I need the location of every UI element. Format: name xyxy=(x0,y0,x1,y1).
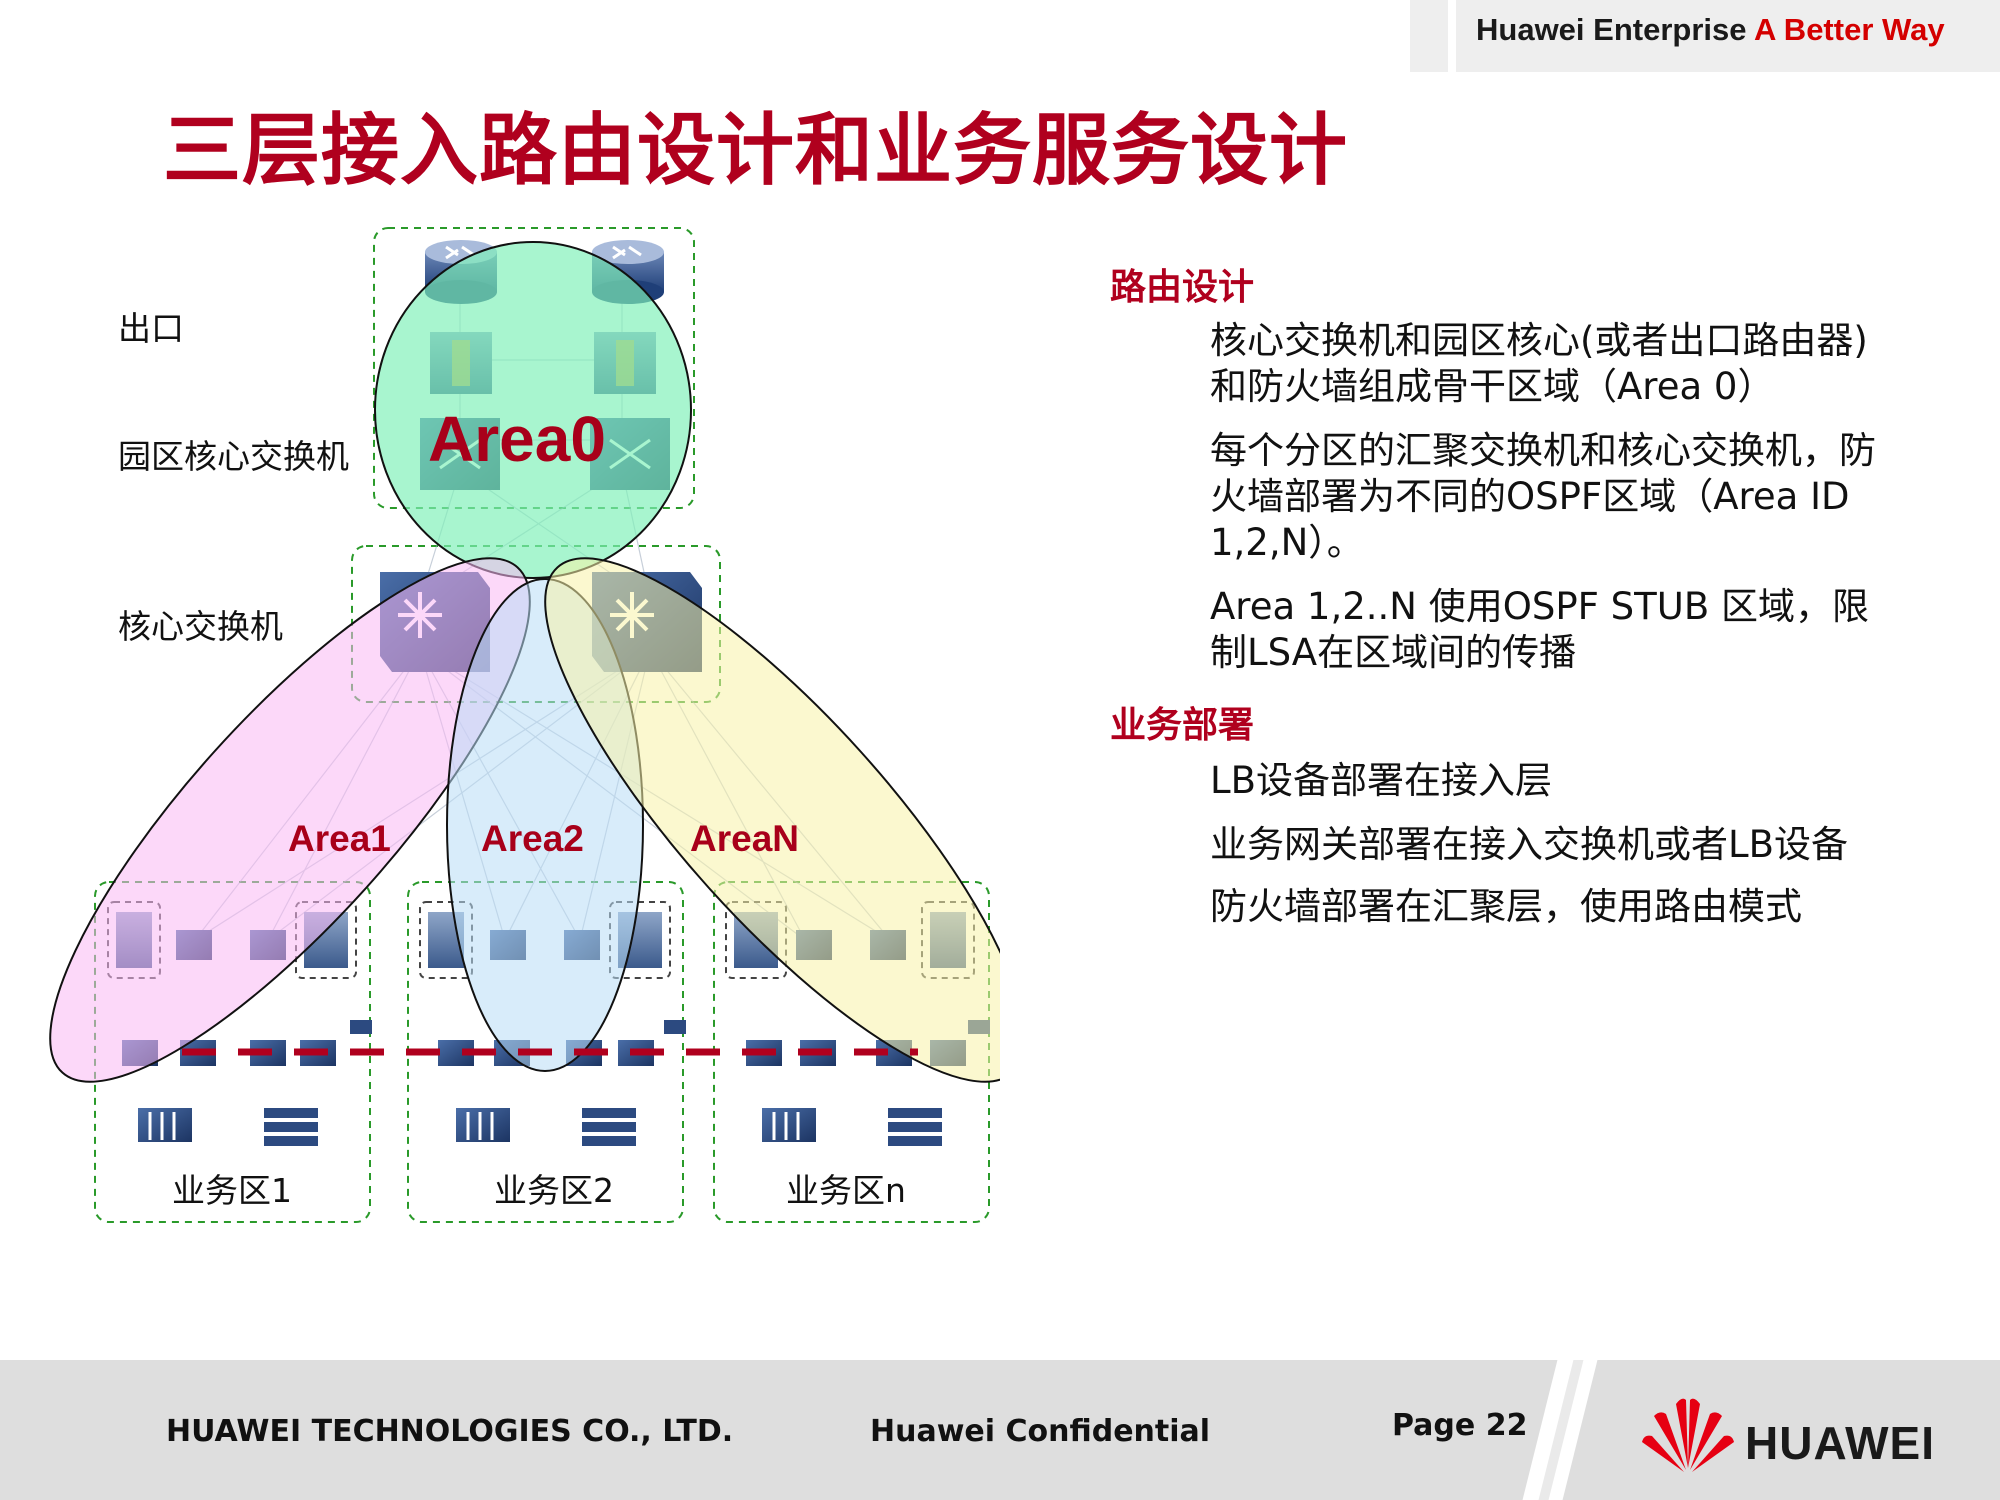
service-item-1: LB设备部署在接入层 xyxy=(1210,759,1552,802)
page-number: Page 22 xyxy=(1392,1408,1528,1443)
server-rack-icon xyxy=(762,1108,816,1142)
header-band xyxy=(1410,0,2000,72)
server-rack-icon xyxy=(456,1108,510,1142)
routing-design-heading: 路由设计 xyxy=(1110,267,1255,308)
area1-label: Area1 xyxy=(288,818,391,859)
footer-confidential: Huawei Confidential xyxy=(870,1414,1211,1449)
header-slogan: A Better Way xyxy=(1753,12,1945,47)
arean-region xyxy=(544,557,1000,1083)
page-title: 三层接入路由设计和业务服务设计 xyxy=(163,106,1349,196)
routing-item-3: Area 1,2..N 使用OSPF STUB 区域，限制LSA在区域间的传播 xyxy=(1210,585,1869,674)
load-balancer-icon xyxy=(582,1108,636,1146)
load-balancer-icon xyxy=(264,1108,318,1146)
zone-label-1: 业务区1 xyxy=(172,1171,292,1210)
huawei-logo-icon xyxy=(1642,1398,1734,1472)
label-campus-core: 园区核心交换机 xyxy=(118,437,349,476)
service-item-2: 业务网关部署在接入交换机或者LB设备 xyxy=(1210,823,1848,866)
server-rack-icon xyxy=(138,1108,192,1142)
service-deploy-heading: 业务部署 xyxy=(1110,705,1255,746)
header-tagline: Huawei Enterprise A Better Way xyxy=(1476,12,1945,48)
zone-label-2: 业务区2 xyxy=(494,1171,614,1210)
label-core-switch: 核心交换机 xyxy=(118,607,283,646)
area2-label: Area2 xyxy=(481,818,584,859)
load-balancer-icon xyxy=(888,1108,942,1146)
area0-region xyxy=(374,241,692,579)
zone-label-n: 业务区n xyxy=(786,1171,906,1210)
header-company: Huawei Enterprise xyxy=(1476,12,1747,47)
arean-label: AreaN xyxy=(690,818,799,859)
header-divider xyxy=(1448,0,1456,72)
footer-brand: HUAWEI xyxy=(1745,1417,1935,1469)
routing-item-1: 核心交换机和园区核心(或者出口路由器)和防火墙组成骨干区域（Area 0） xyxy=(1210,319,1868,408)
footer-company: HUAWEI TECHNOLOGIES CO., LTD. xyxy=(166,1414,734,1449)
routing-item-2: 每个分区的汇聚交换机和核心交换机，防火墙部署为不同的OSPF区域（Area ID… xyxy=(1210,429,1876,564)
network-diagram xyxy=(49,227,1000,1223)
service-item-3: 防火墙部署在汇聚层，使用路由模式 xyxy=(1210,885,1802,928)
label-exit: 出口 xyxy=(118,309,184,348)
area0-label: Area0 xyxy=(428,403,606,475)
area1-region xyxy=(49,557,531,1083)
